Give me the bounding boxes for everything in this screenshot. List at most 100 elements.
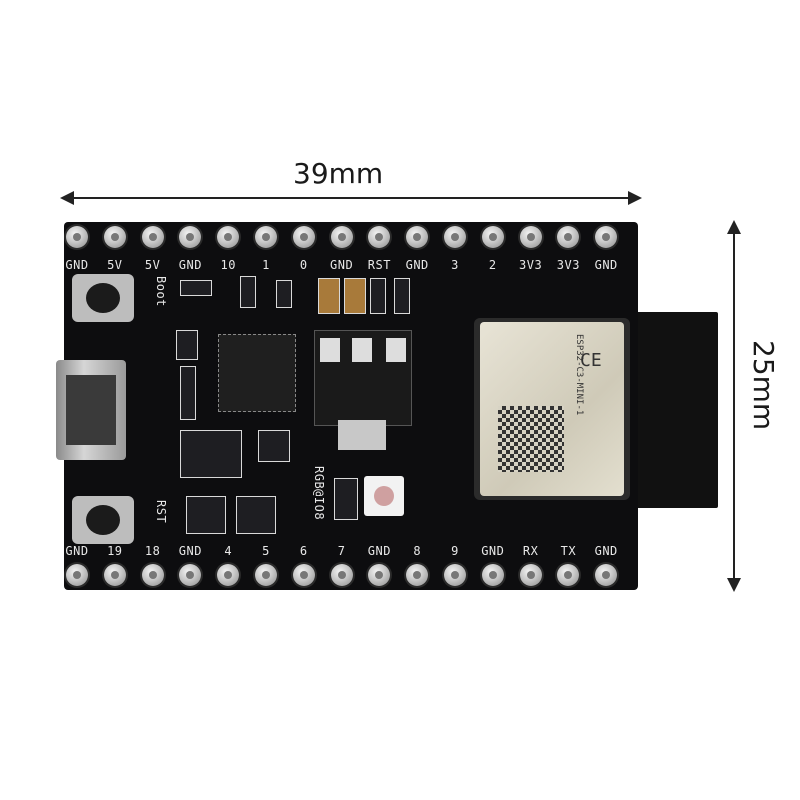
- pin-hole: [217, 226, 240, 248]
- boot-button-label: Boot: [154, 276, 168, 307]
- pin-label: GND: [594, 544, 618, 558]
- rst-button[interactable]: [72, 496, 134, 544]
- smd-component: [180, 366, 196, 420]
- pin-label: RX: [522, 544, 539, 558]
- smd-diode: [176, 330, 198, 360]
- pin-label: GND: [481, 544, 505, 558]
- smd-component: [370, 278, 386, 314]
- smd-component: [276, 280, 292, 308]
- pin-label: 0: [299, 258, 308, 272]
- regulator-pin: [352, 338, 372, 362]
- pin-label: 9: [451, 544, 459, 558]
- width-arrow-left-icon: [60, 191, 74, 205]
- pin-label: 5V: [107, 258, 123, 272]
- pin-label: 2: [488, 258, 497, 272]
- width-arrow-right-icon: [628, 191, 642, 205]
- pin-label: GND: [594, 258, 618, 272]
- pin-label: 1: [262, 258, 270, 272]
- pin-label: 7: [337, 544, 346, 558]
- esp32-module: CE ESP32-C3-MINI-1: [474, 318, 630, 500]
- pin-hole: [66, 226, 88, 248]
- pin-label: 3V3: [519, 258, 543, 272]
- pin-hole: [519, 226, 542, 248]
- qr-code-icon: [498, 406, 564, 472]
- pin-label: 19: [107, 544, 123, 558]
- pin-label: GND: [65, 258, 89, 272]
- rst-button-label: RST: [154, 500, 168, 524]
- pin-hole: [444, 226, 466, 248]
- width-dimension-label: 39mm: [293, 157, 384, 190]
- pin-label: 18: [144, 544, 161, 558]
- pin-hole: [217, 564, 240, 586]
- pin-hole: [557, 564, 580, 586]
- pin-label: RST: [367, 258, 391, 272]
- smd-capacitor: [344, 278, 366, 314]
- pin-label: 4: [224, 544, 233, 558]
- pin-hole: [141, 564, 164, 586]
- pin-hole: [103, 564, 126, 586]
- usb-uart-chip: [218, 334, 296, 412]
- boot-button-cap: [86, 283, 120, 313]
- transistor: [236, 496, 276, 534]
- width-dimension-line: [64, 197, 638, 199]
- pin-hole: [330, 226, 353, 248]
- pin-label: GND: [178, 258, 202, 272]
- module-shield-can: CE ESP32-C3-MINI-1: [480, 322, 624, 496]
- pin-label: GND: [367, 544, 391, 558]
- pin-label: 3V3: [556, 258, 580, 272]
- pin-hole: [255, 564, 277, 586]
- regulator-pin: [386, 338, 406, 362]
- pin-hole: [406, 226, 429, 248]
- transistor: [186, 496, 226, 534]
- pin-label: GND: [65, 544, 89, 558]
- pin-hole: [292, 226, 315, 248]
- module-antenna: [632, 312, 718, 508]
- height-dimension-line: [733, 224, 735, 587]
- pin-label: GND: [330, 258, 354, 272]
- smd-component: [180, 280, 212, 296]
- smd-component: [240, 276, 256, 308]
- pin-label: 5V: [144, 258, 161, 272]
- pin-hole: [179, 564, 202, 586]
- pin-hole: [481, 564, 504, 586]
- pin-label: GND: [178, 544, 202, 558]
- pin-hole: [103, 226, 126, 248]
- pin-hole: [519, 564, 542, 586]
- pin-label: 6: [299, 544, 308, 558]
- smd-capacitor: [318, 278, 340, 314]
- smd-component: [394, 278, 410, 314]
- pin-label: 10: [220, 258, 236, 272]
- pin-label: GND: [405, 258, 429, 272]
- pin-hole: [444, 564, 466, 586]
- pin-label: 3: [451, 258, 459, 272]
- rgb-led: [364, 476, 404, 516]
- height-arrow-bottom-icon: [727, 578, 741, 592]
- pin-label: 8: [413, 544, 422, 558]
- pin-hole: [292, 564, 315, 586]
- rst-button-cap: [86, 505, 120, 535]
- rgb-label: RGB@IO8: [312, 466, 326, 521]
- boot-button[interactable]: [72, 274, 134, 322]
- pin-hole: [595, 564, 618, 586]
- usb-port-opening: [66, 375, 116, 445]
- pin-hole: [66, 564, 88, 586]
- pin-hole: [481, 226, 504, 248]
- pin-hole: [557, 226, 580, 248]
- smd-component-group: [180, 430, 242, 478]
- micro-usb-connector: [56, 360, 126, 460]
- height-arrow-top-icon: [727, 220, 741, 234]
- smd-component: [258, 430, 290, 462]
- regulator-pin: [320, 338, 340, 362]
- pin-hole: [141, 226, 164, 248]
- module-name: ESP32-C3-MINI-1: [574, 334, 584, 416]
- pin-hole: [368, 564, 391, 586]
- height-dimension-label: 25mm: [747, 340, 780, 431]
- pin-hole: [595, 226, 618, 248]
- regulator-tab: [338, 420, 386, 450]
- smd-component: [334, 478, 358, 520]
- pin-hole: [330, 564, 353, 586]
- pin-label: TX: [560, 544, 577, 558]
- pin-hole: [255, 226, 277, 248]
- pin-hole: [406, 564, 429, 586]
- pin-label: 5: [262, 544, 270, 558]
